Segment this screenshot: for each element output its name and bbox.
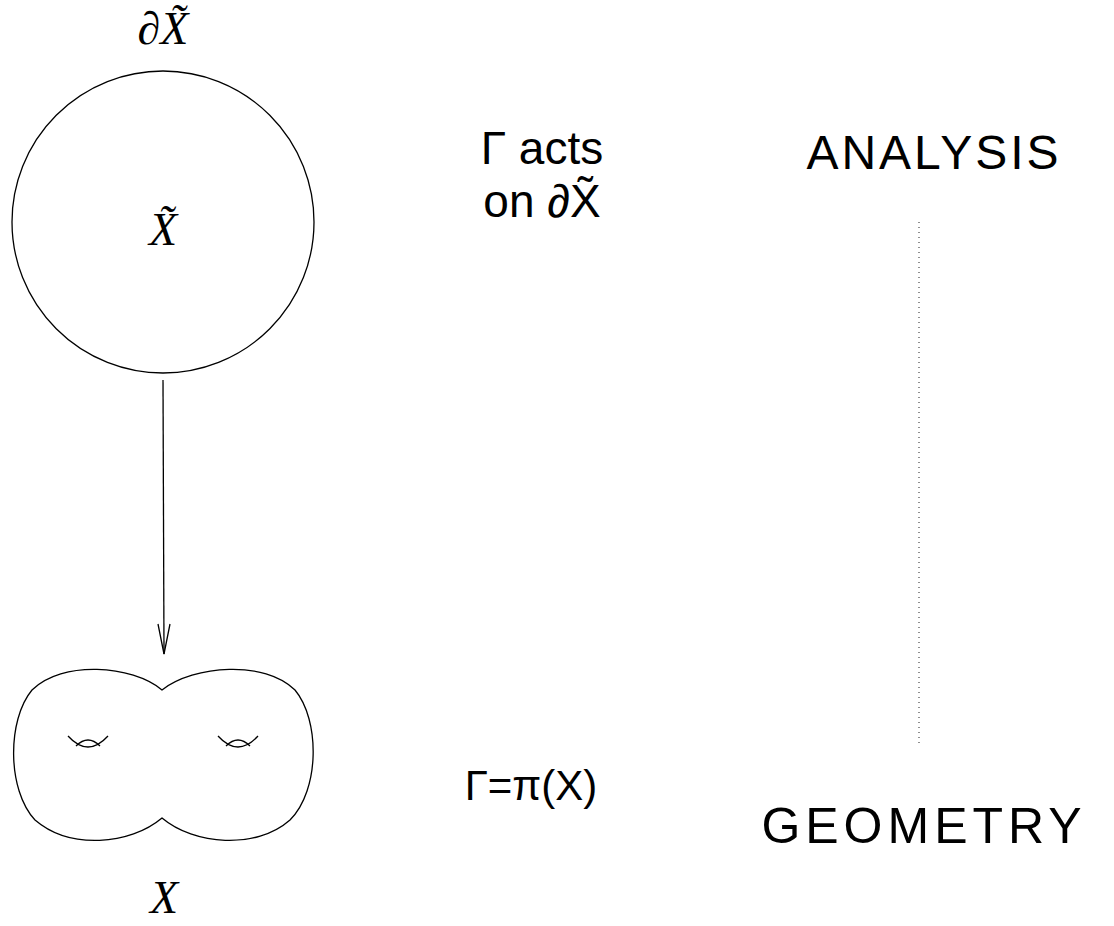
heading-geometry: GEOMETRY xyxy=(734,796,1114,856)
surface-label: X xyxy=(150,870,178,925)
covering-arrow xyxy=(158,380,170,654)
dotted-divider xyxy=(918,222,919,745)
genus-two-surface xyxy=(10,660,318,852)
heading-analysis: ANALYSIS xyxy=(754,124,1114,182)
group-note: Γ=π(X) xyxy=(401,762,661,810)
boundary-label: ∂X̃ xyxy=(138,1,189,56)
surface-node: X xyxy=(10,660,318,852)
action-note: Γ acts on ∂X̃ xyxy=(457,122,627,228)
disk-node: ∂X̃X̃ xyxy=(11,70,315,374)
space-label: X̃ xyxy=(149,202,177,257)
